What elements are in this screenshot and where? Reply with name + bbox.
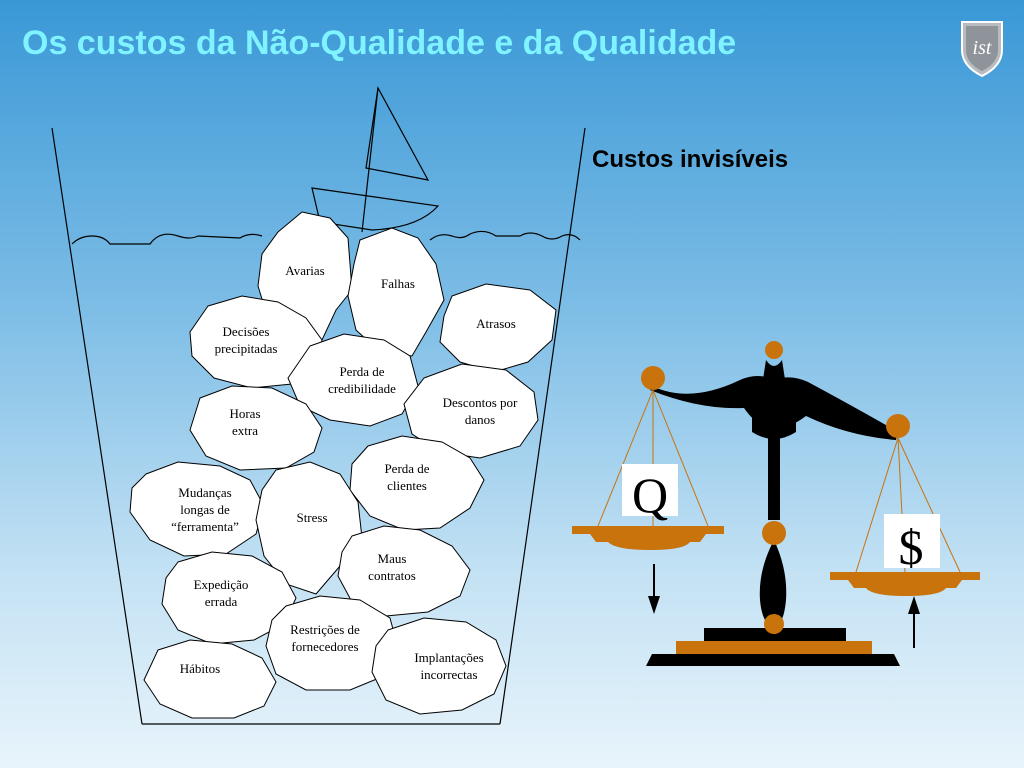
stone-stress: Stress	[255, 461, 363, 595]
page-title: Os custos da Não-Qualidade e da Qualidad…	[22, 24, 737, 62]
stone-label-habitos: Hábitos	[180, 661, 220, 676]
shield-logo-icon: ist	[961, 21, 1003, 78]
left-pan-label: Q	[632, 467, 668, 523]
stone-label-stress: Stress	[296, 510, 327, 525]
scale-right-pan	[830, 572, 980, 596]
right-pan-label: $	[899, 519, 924, 575]
right-pan-label-box	[884, 514, 940, 568]
subtitle-invisible-costs: Custos invisíveis	[592, 146, 789, 173]
scale-column-lower	[759, 540, 787, 628]
scale-base-top	[704, 628, 846, 641]
stone-habitos: Hábitos	[143, 639, 277, 719]
sailboat-icon	[311, 86, 440, 233]
scale-base-plate	[676, 641, 872, 654]
logo-text: ist	[973, 37, 992, 59]
arrow-down-icon	[648, 564, 660, 614]
stone-label-falhas: Falhas	[381, 276, 415, 291]
scale-left-pan	[572, 526, 724, 550]
stone-atrasos: Atrasos	[439, 283, 557, 373]
left-pan-label-box	[622, 464, 678, 516]
balance-scale-icon: Q $	[572, 341, 980, 666]
scale-base	[646, 654, 900, 666]
glass-container	[51, 127, 586, 725]
stone-label-atrasos: Atrasos	[476, 316, 516, 331]
water-line	[71, 230, 581, 245]
arrow-up-icon	[908, 596, 920, 648]
stone-falhas: Falhas	[347, 227, 445, 357]
stone-label-avarias: Avarias	[285, 263, 324, 278]
